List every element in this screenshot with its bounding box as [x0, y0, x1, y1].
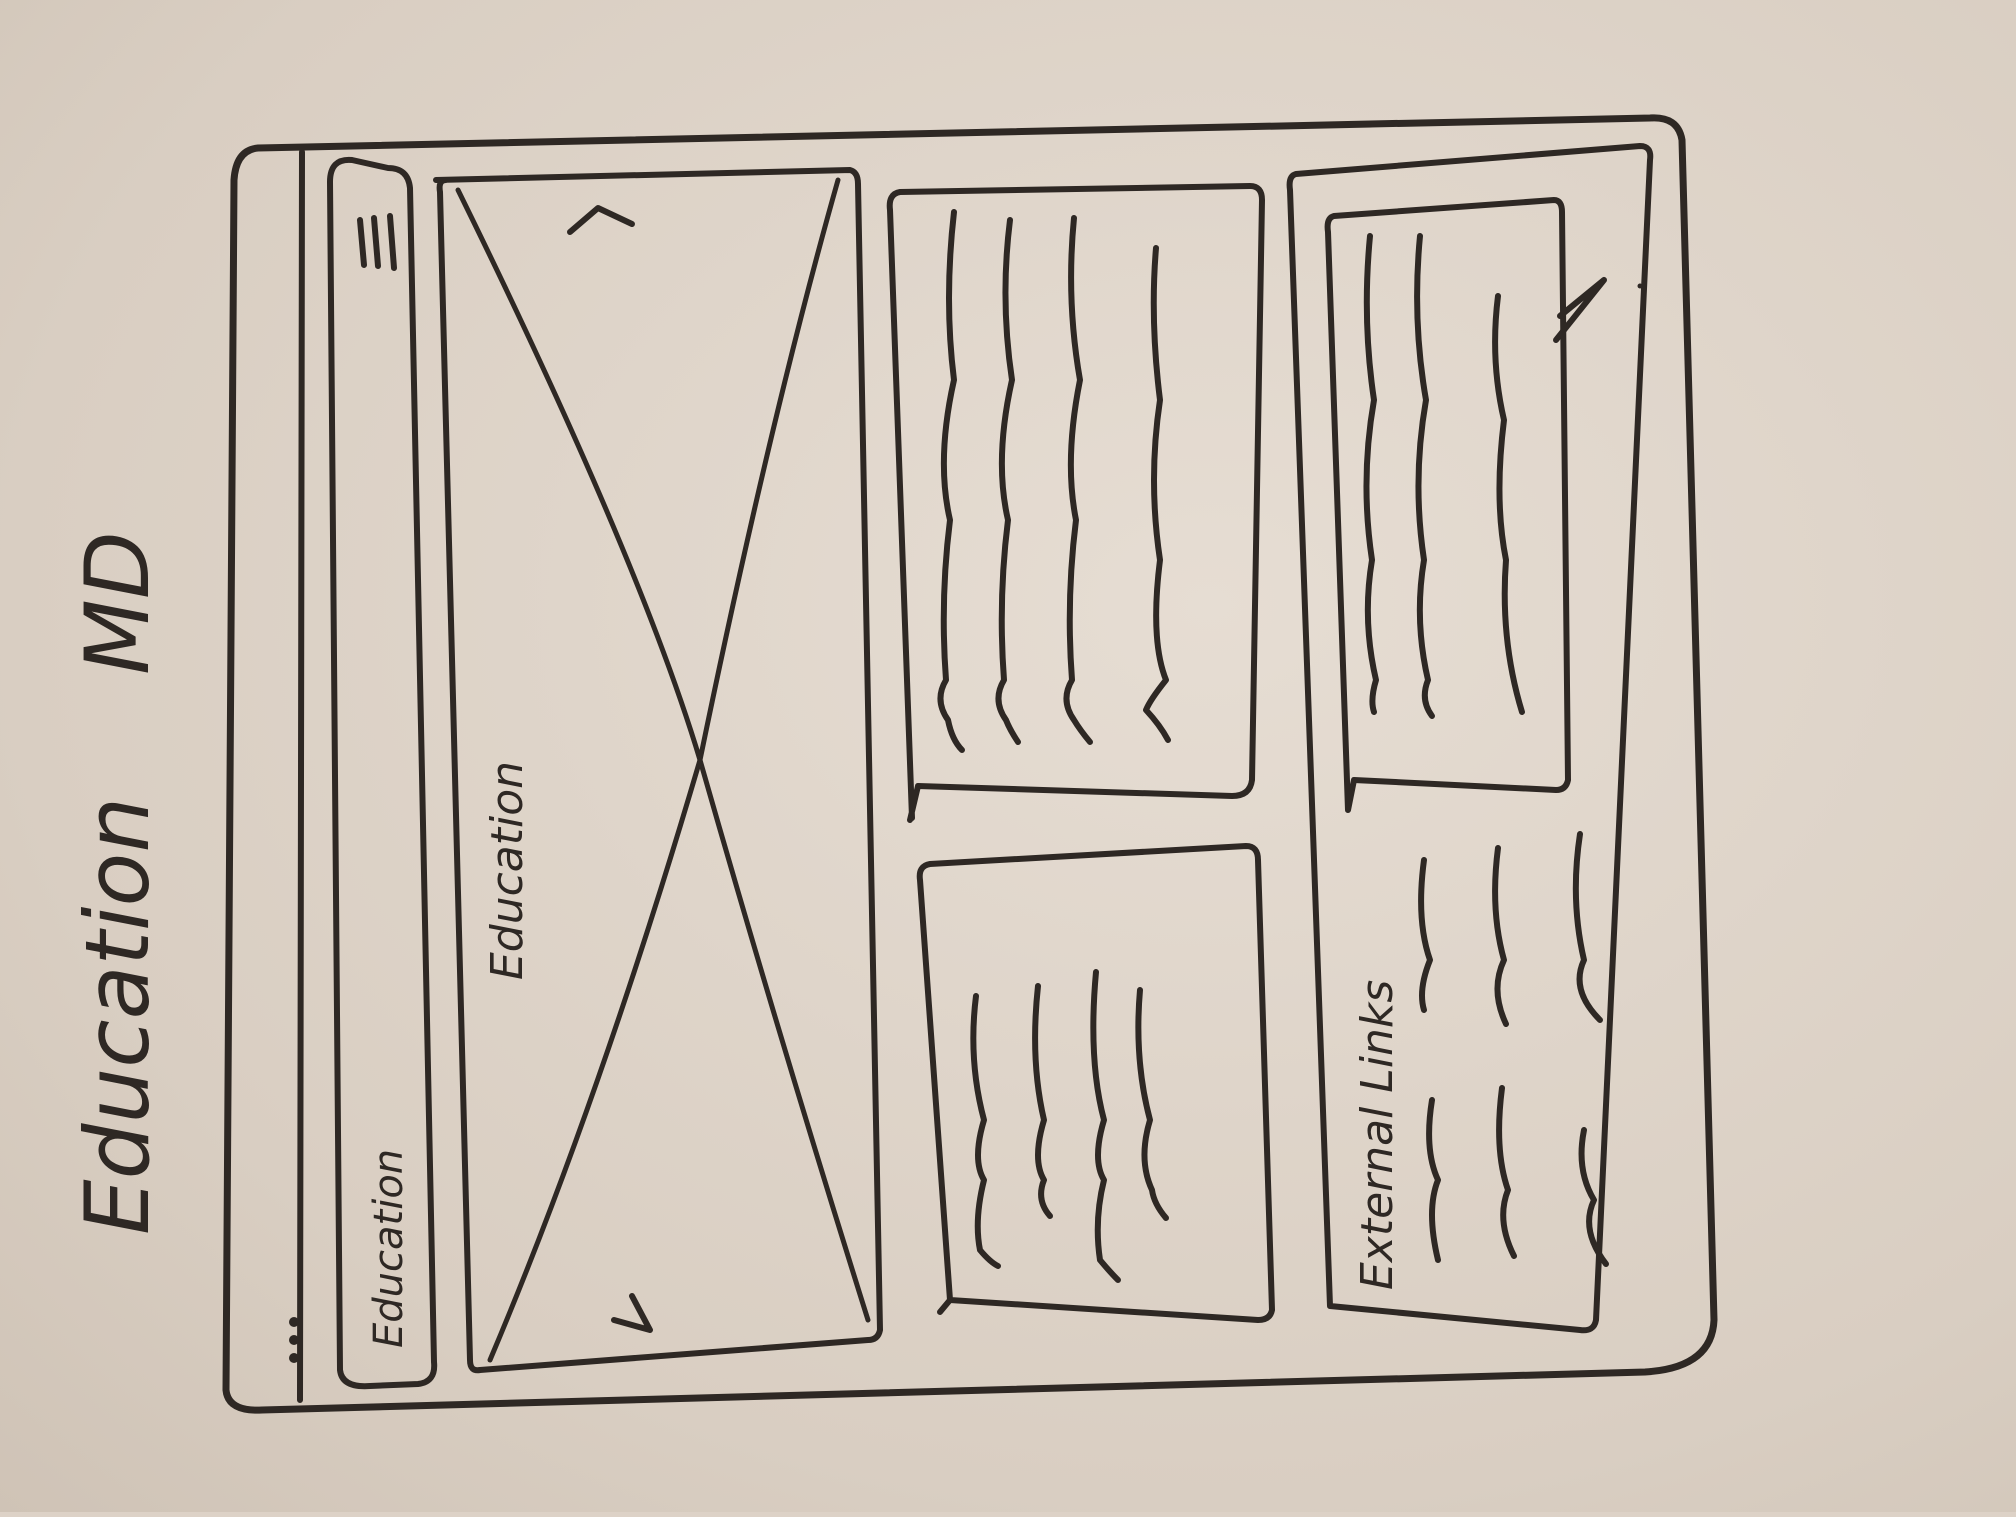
sidebar-feature-text [1363, 233, 1525, 719]
navbar-brand-label: Education [366, 1149, 412, 1348]
sketch-title: Education [66, 797, 169, 1235]
content-card-1-text [937, 209, 1171, 753]
browser-frame [222, 114, 1718, 1414]
browser-menu-dots[interactable]: ... [0, 0, 299, 1363]
navbar [327, 156, 438, 1390]
sidebar-panel [1286, 143, 1654, 1334]
external-links-heading-group: External Links [1352, 980, 1403, 1290]
external-links-list [1418, 831, 1609, 1267]
browser-chrome-divider [297, 149, 305, 1403]
paper-speck [1637, 283, 1643, 289]
hamburger-icon[interactable] [357, 213, 397, 271]
sketch-title-group: Education MD [66, 531, 169, 1235]
navbar-brand[interactable]: Education [366, 1149, 412, 1348]
hero-title: Education [482, 761, 533, 980]
hero-title-group: Education [482, 761, 533, 980]
sidebar-feature-box [1324, 197, 1571, 813]
carousel-next-icon[interactable] [611, 1293, 653, 1333]
external-link[interactable] [1572, 831, 1603, 1023]
content-card-1 [886, 183, 1265, 823]
external-link[interactable] [1426, 1097, 1441, 1263]
hero-image-placeholder [455, 187, 871, 1323]
sketch-title-suffix: MD [66, 531, 169, 675]
external-link[interactable] [1492, 845, 1509, 1027]
content-card-2 [916, 843, 1275, 1323]
sidebar-pointer-icon [1553, 277, 1607, 343]
external-link[interactable] [1578, 1127, 1609, 1267]
hero-image-placeholder-cross [487, 177, 841, 1363]
external-link[interactable] [1418, 857, 1433, 1013]
hero-carousel [433, 167, 883, 1374]
external-links-heading: External Links [1352, 980, 1403, 1290]
carousel-prev-icon[interactable] [567, 205, 635, 235]
content-card-2-text [970, 969, 1169, 1283]
external-link[interactable] [1496, 1085, 1517, 1259]
